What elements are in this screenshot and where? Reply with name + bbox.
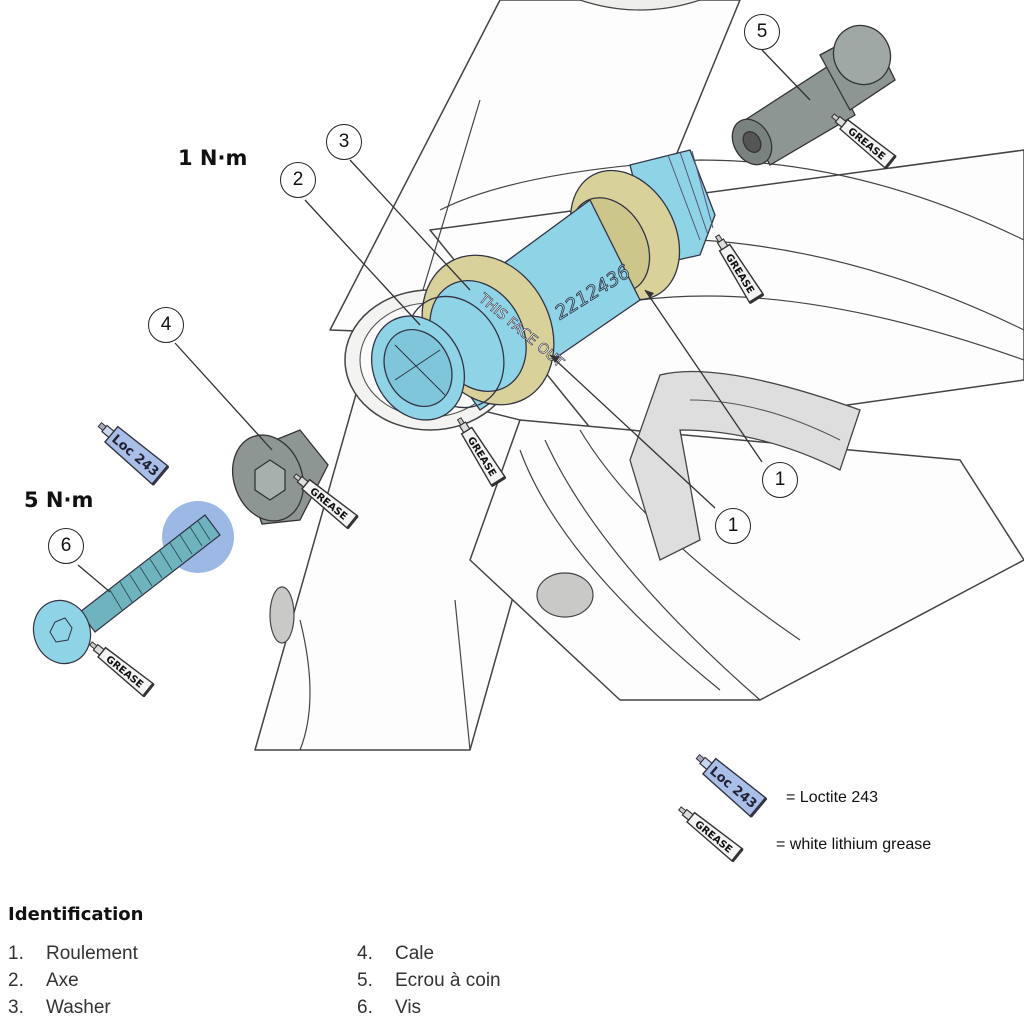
- legend-loctite-text: = Loctite 243: [786, 789, 879, 806]
- legend-grease-tube: GREASE: [673, 800, 744, 863]
- frame-knob-left: [269, 586, 295, 644]
- loctite-tube-bolt: Loc 243: [90, 413, 170, 487]
- grease-tube-bolt: GREASE: [84, 635, 155, 698]
- frame-knob-right: [536, 572, 594, 618]
- callout-6: 6: [48, 528, 84, 564]
- legend-grease-text: = white lithium grease: [776, 836, 932, 853]
- callout-5: 5: [744, 14, 780, 50]
- wedge-nut: [731, 24, 896, 166]
- frame-cutout: [629, 370, 861, 561]
- leader-lines: [77, 49, 811, 593]
- axle: [370, 149, 716, 421]
- identification-list-right: 4.Cale 5.Ecrou à coin 6.Vis: [357, 940, 501, 1021]
- callout-3: 3: [326, 124, 362, 160]
- callout-4: 4: [148, 307, 184, 343]
- list-item: 1.Roulement: [8, 943, 138, 964]
- list-item: 6.Vis: [357, 997, 422, 1018]
- torque-label-axle: 1 N·m: [178, 146, 248, 170]
- spacer: [232, 429, 329, 525]
- bolt: [32, 514, 221, 665]
- list-item: 5.Ecrou à coin: [357, 970, 501, 991]
- legend-loctite-tube: Loc 243: [688, 745, 768, 819]
- list-item: 2.Axe: [8, 970, 79, 991]
- callout-2: 2: [280, 162, 316, 198]
- torque-label-bolt: 5 N·m: [24, 488, 94, 512]
- callout-1-far: 1: [762, 462, 798, 498]
- identification-title: Identification: [8, 904, 144, 925]
- callout-1-near: 1: [715, 508, 751, 544]
- list-item: 3.Washer: [8, 997, 111, 1018]
- list-item: 4.Cale: [357, 943, 435, 964]
- grease-tube-nut: GREASE: [826, 107, 897, 170]
- identification-list-left: 1.Roulement 2.Axe 3.Washer: [8, 940, 138, 1021]
- frame-contours: [299, 0, 1024, 751]
